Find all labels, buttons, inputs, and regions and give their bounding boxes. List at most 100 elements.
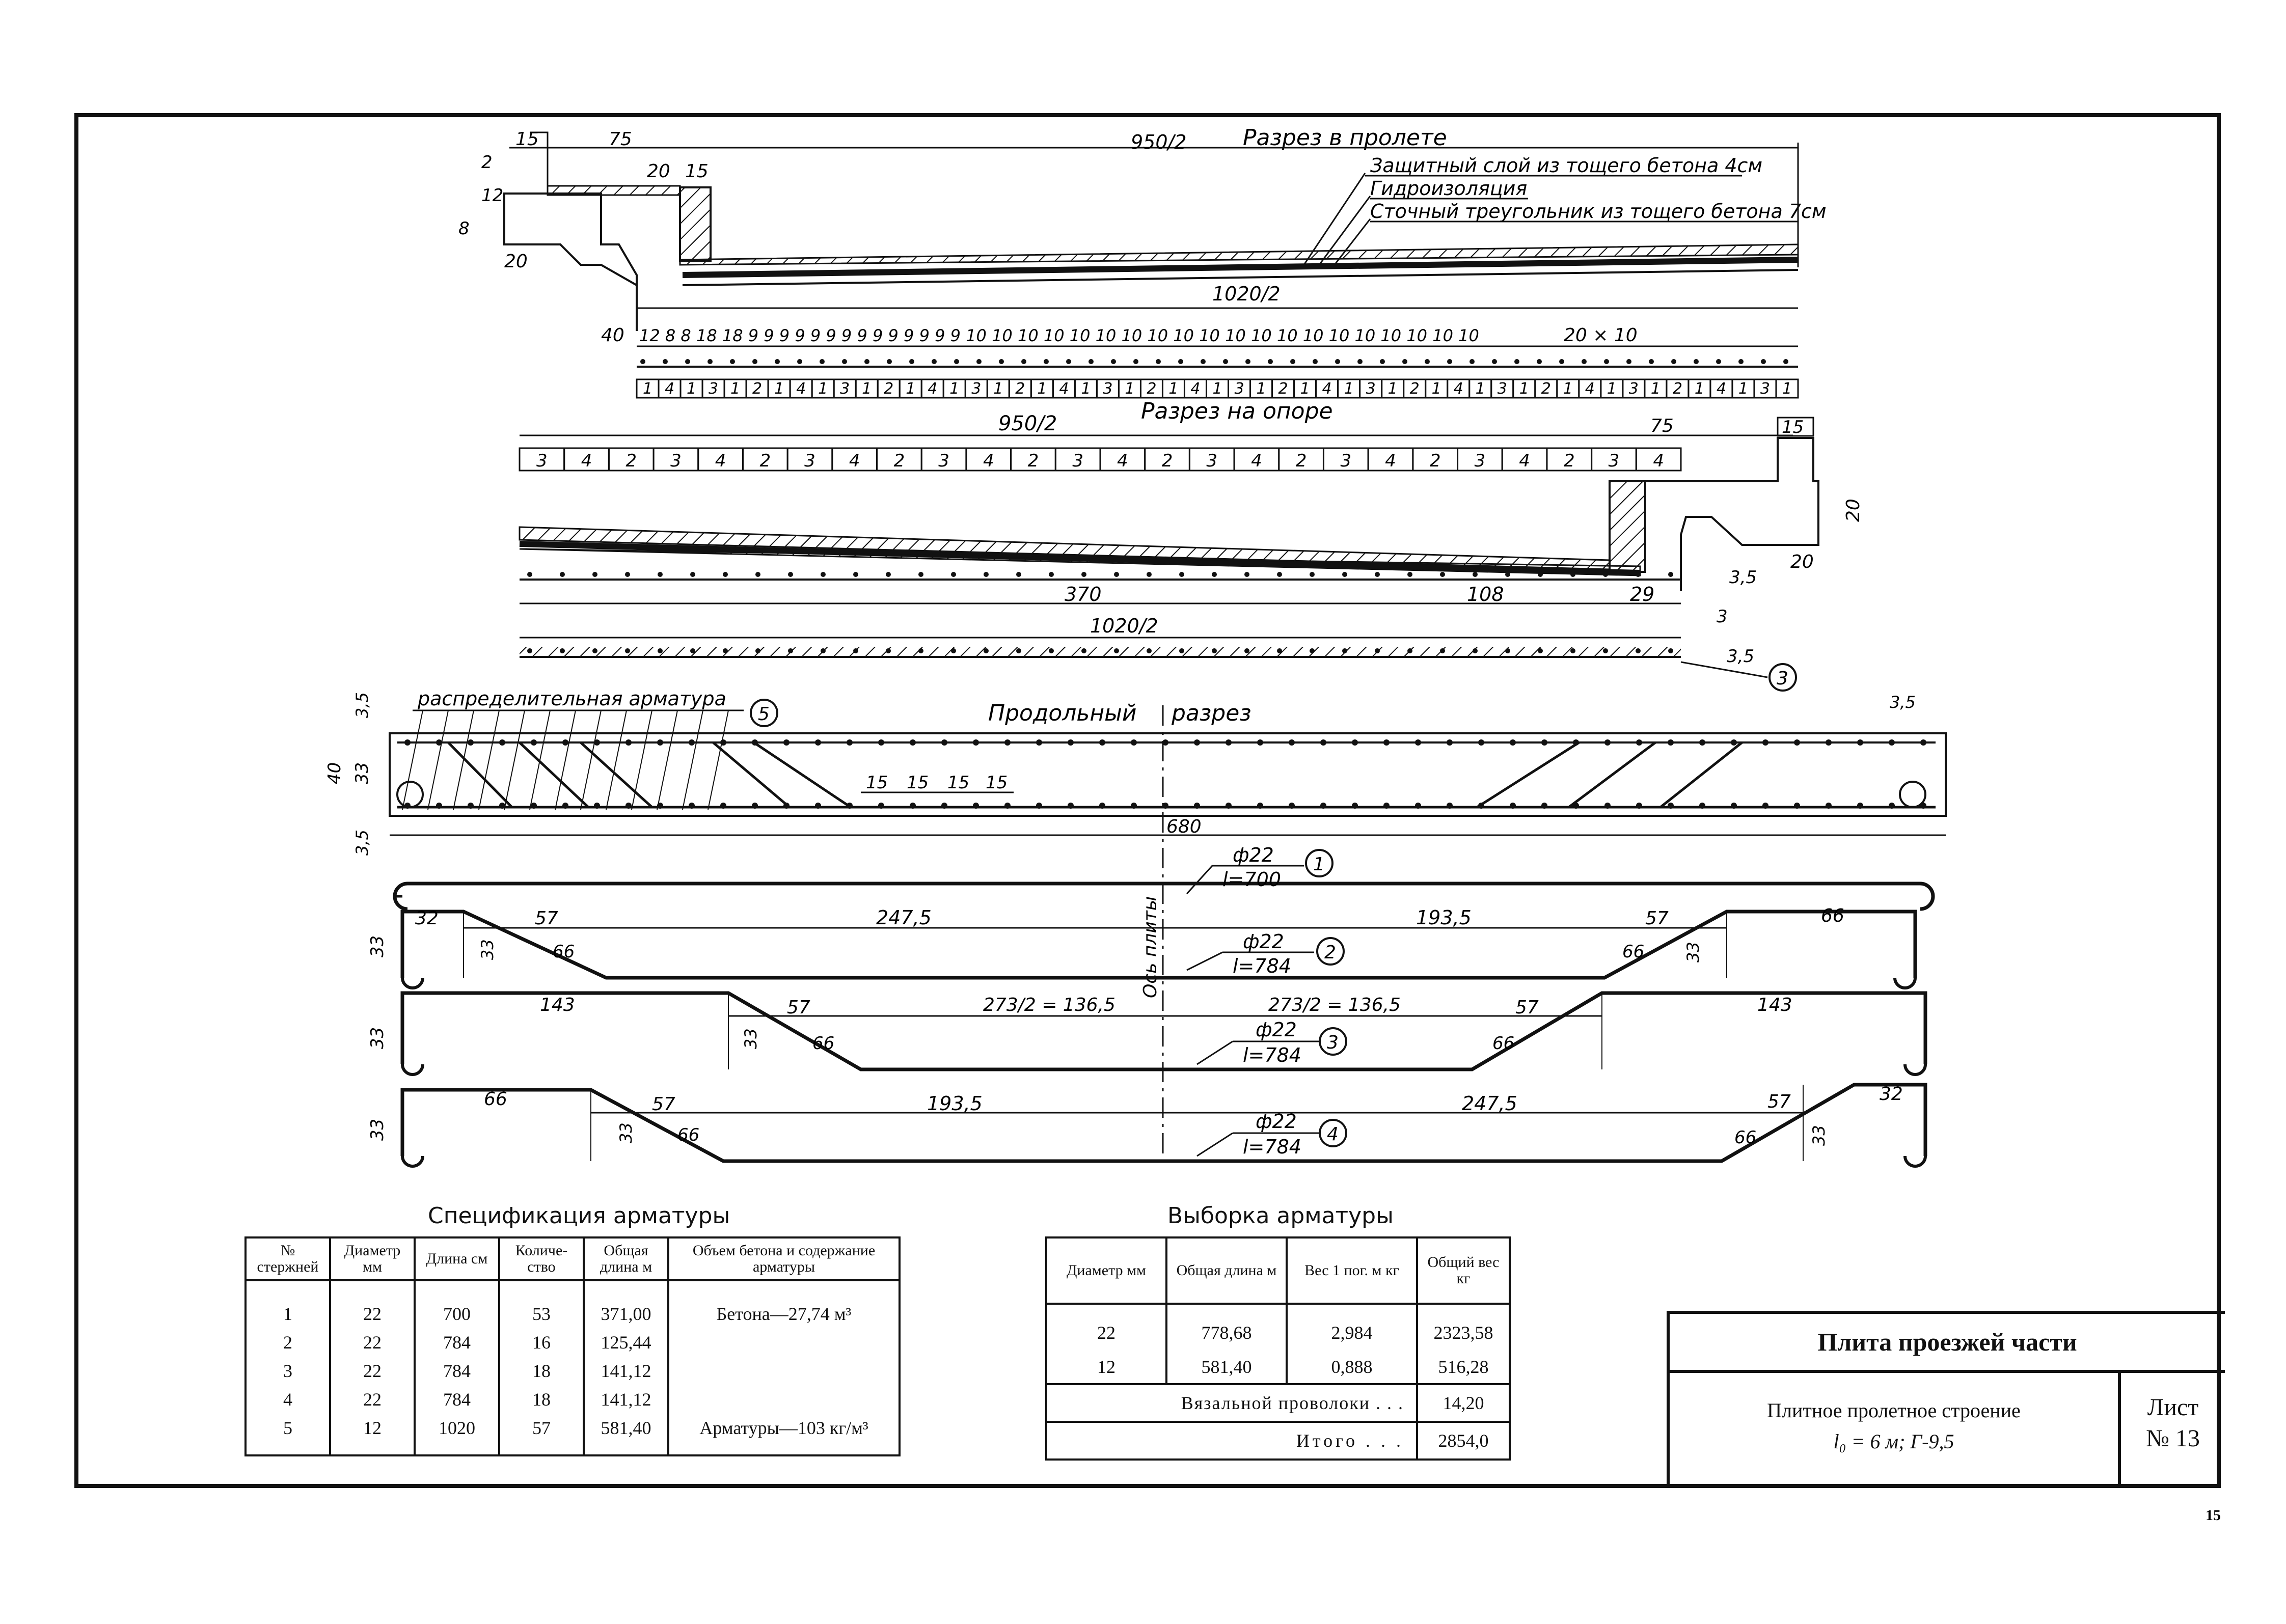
rebar-dot: [436, 739, 442, 746]
dim-15-c: 15: [947, 773, 969, 793]
rebar-dot: [821, 572, 826, 577]
rebar-dot: [1668, 648, 1673, 653]
span-bar-label: 2: [1278, 380, 1288, 398]
rebar-dot: [1021, 359, 1026, 364]
rebar-dot: [625, 803, 632, 809]
rebar-dot: [1277, 648, 1282, 653]
callout-3: 3: [1777, 668, 1788, 689]
bar-4: [400, 1083, 1927, 1168]
rebar-dot: [1636, 739, 1642, 746]
table-cell: 516,28: [1416, 1351, 1511, 1385]
rebar-dot: [468, 803, 474, 809]
rebar-dot: [1671, 359, 1676, 364]
bent-bars-left: [447, 741, 852, 809]
rebar-dot: [1603, 648, 1608, 653]
support-bar-label: 2: [894, 451, 905, 471]
rebar-dot: [1668, 803, 1674, 809]
rebar-dot: [1081, 572, 1086, 577]
bar-4-dim-2475: 247,5: [1462, 1092, 1517, 1115]
dim-12: 12: [481, 185, 503, 206]
rebar-dot: [1310, 572, 1315, 577]
bar-2-dim-33c: 33: [1683, 942, 1703, 962]
rebar-dot: [878, 803, 884, 809]
rebar-dot: [1415, 803, 1421, 809]
span-bar-label: 1: [1388, 380, 1398, 398]
rebar-dot: [1147, 572, 1152, 577]
drain-triangle-edge: [682, 269, 1799, 286]
rebar-dot: [1604, 359, 1609, 364]
rebar-dot: [499, 739, 505, 746]
support-bar-label: 3: [670, 451, 682, 471]
support-bar-label: 3: [1206, 451, 1217, 471]
span-bar-label: 2: [1541, 380, 1551, 398]
bar-1-shape: [393, 882, 1935, 911]
dim-35-top: 3,5: [352, 692, 372, 718]
callout-circle: [1305, 849, 1334, 877]
rebar-dot: [1342, 648, 1347, 653]
bar-3-len: l=784: [1243, 1044, 1301, 1066]
rebar-dot: [1099, 739, 1105, 746]
rebar-dot: [1537, 359, 1542, 364]
span-bar-label: 1: [1738, 380, 1748, 398]
table-cell: [667, 1357, 901, 1385]
rebar-dot: [1570, 572, 1575, 577]
rebar-dot: [562, 803, 568, 809]
rebar-dot: [886, 572, 891, 577]
rebar-dot: [658, 572, 663, 577]
rebar-dot: [1694, 359, 1699, 364]
rebar-dot: [1559, 359, 1564, 364]
rebar-dot: [783, 739, 790, 746]
rebar-dot: [755, 572, 760, 577]
bar-3-dim-57b: 57: [1515, 997, 1539, 1018]
rebar-dot: [1320, 739, 1326, 746]
rebar-dot: [1478, 803, 1484, 809]
rebar-dot: [1492, 359, 1497, 364]
table-row: 4 22 784 18 141,12: [244, 1385, 901, 1414]
span-bar-label: 2: [1410, 380, 1420, 398]
rebar-dot: [657, 739, 663, 746]
span-bar-label: 3: [1498, 380, 1507, 398]
bar-4-len: l=784: [1243, 1136, 1301, 1158]
table-cell: 784: [414, 1328, 500, 1357]
dim-35b: 3,5: [1727, 646, 1754, 667]
span-bar-label: 4: [1585, 380, 1595, 398]
bar-1-num: 1: [1313, 854, 1325, 875]
long-title-left: Продольный: [988, 700, 1136, 726]
rebar-dot: [625, 739, 632, 746]
bar-1-dia: ф22: [1233, 844, 1274, 866]
span-bar-label: 2: [1015, 380, 1025, 398]
bar-2-dim-32: 32: [415, 908, 439, 929]
rebar-dot: [815, 803, 821, 809]
dim-108: 108: [1467, 583, 1504, 605]
table-cell: 2: [244, 1328, 331, 1357]
rebar-dot: [1794, 803, 1800, 809]
bar-3-dim-57a: 57: [787, 997, 810, 1018]
long-rebar-dots: [404, 739, 1926, 746]
rebar-dot: [1668, 572, 1673, 577]
rebar-dot: [1440, 572, 1445, 577]
rebar-dot: [1352, 739, 1358, 746]
rebar-dot: [1036, 803, 1042, 809]
span-bar-label: 4: [1717, 380, 1726, 398]
rebar-dot: [690, 648, 695, 653]
title-block-subtitle: Плитное пролетное строение l₀ = 6 м; Г-9…: [1670, 1373, 2121, 1486]
title-block-title: Плита проезжей части: [1670, 1314, 2225, 1373]
support-rebar-dots: [527, 572, 1673, 577]
bar-3-dia: ф22: [1256, 1019, 1297, 1041]
dim-20: 20: [647, 161, 670, 182]
rebar-dot: [1036, 739, 1042, 746]
rebar-dot: [941, 803, 947, 809]
table-cell: 18: [498, 1385, 585, 1414]
curb-top: [530, 131, 549, 194]
rebar-dot: [1380, 359, 1385, 364]
rebar-dot: [1415, 739, 1421, 746]
span-bar-label: 4: [1190, 380, 1200, 398]
table-cell: 22: [329, 1385, 416, 1414]
rebar-dot: [1049, 572, 1054, 577]
support-bar-label: 3: [1475, 451, 1486, 471]
dim-20-low: 20: [504, 251, 528, 272]
rebar-dot: [1402, 359, 1407, 364]
rebar-dot: [973, 739, 979, 746]
support-bar-label: 2: [759, 451, 771, 471]
rebar-dot: [821, 648, 826, 653]
